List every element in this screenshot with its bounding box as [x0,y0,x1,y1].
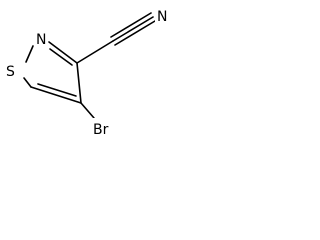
nitrile-nitrogen-label-mask [155,5,169,23]
bond-group [23,12,156,119]
bond-cn-triple-3 [114,20,156,46]
bond-s-n [25,45,34,63]
bond-c3-c4 [76,62,82,104]
bond-cn-triple-2 [110,12,152,38]
bromine-label-mask [91,118,115,136]
bond-c4-br [80,102,95,119]
nitrile-nitrogen-atom-label: N [157,9,167,25]
bond-cn-triple-1 [112,16,154,42]
sulfur-label-mask [4,60,18,78]
bond-c4-c5-inner [37,83,77,97]
bond-n-c3-outer [48,41,78,64]
sulfur-atom-label: S [6,64,15,80]
bond-n-c3-inner [49,48,73,66]
bond-c3-cn [76,40,114,64]
bond-c5-s [23,77,32,88]
ring-nitrogen-label-mask [34,28,48,46]
molecule-structure: S N N Br [4,5,169,138]
atom-labels: S N N Br [4,5,169,138]
bond-c4-c5-outer [30,86,82,104]
ring-nitrogen-atom-label: N [36,32,46,48]
bromine-atom-label: Br [93,122,109,138]
